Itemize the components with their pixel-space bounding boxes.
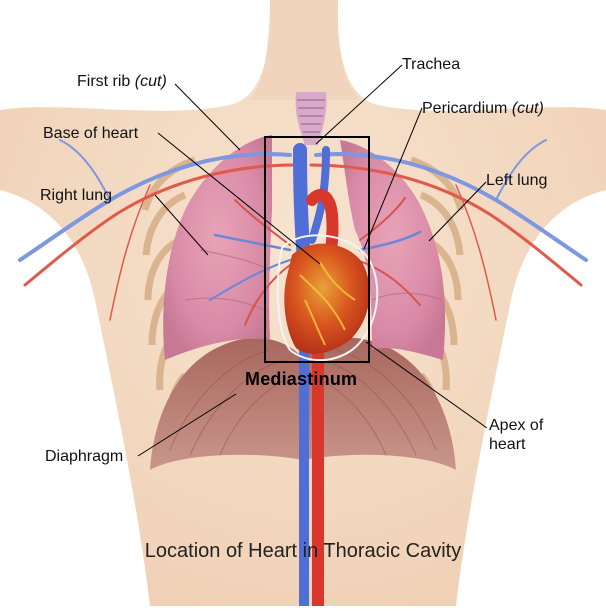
figure-caption: Location of Heart in Thoracic Cavity — [144, 540, 462, 562]
leader-pericardium — [363, 107, 423, 250]
trachea-shape — [295, 92, 327, 145]
diaphragm-label: Diaphragm — [45, 448, 124, 465]
first-rib-note: (cut) — [134, 73, 167, 90]
first-rib-text: First rib — [77, 73, 131, 90]
heart-shape — [284, 243, 370, 354]
apex-line-1: Apex of — [489, 417, 544, 434]
leader-right-lung — [154, 194, 209, 256]
leader-left-lung — [428, 181, 487, 242]
right-lung-label: Right lung — [40, 187, 113, 204]
base-of-heart-label: Base of heart — [43, 125, 139, 142]
right-lung-shape — [163, 135, 272, 360]
leader-diaphragm — [137, 393, 237, 457]
mediastinum-box — [264, 136, 370, 363]
trachea-label: Trachea — [402, 56, 461, 73]
left-lung-label: Left lung — [486, 172, 548, 189]
pericardium-text: Pericardium — [422, 100, 508, 117]
pericardium-outline — [276, 234, 379, 362]
apex-of-heart-label: Apex of heart — [489, 416, 543, 454]
leader-apex — [365, 341, 488, 429]
apex-line-2: heart — [489, 436, 526, 453]
mediastinum-label: Mediastinum — [245, 369, 358, 389]
pericardium-note: (cut) — [511, 100, 544, 117]
coronary-vessels — [299, 261, 356, 346]
leader-base-heart — [157, 132, 321, 265]
leader-trachea — [315, 64, 403, 145]
leader-lines — [137, 64, 488, 457]
arm-vessels — [18, 139, 588, 321]
pericardium-label: Pericardium (cut) — [422, 99, 544, 118]
first-rib-label: First rib (cut) — [77, 72, 167, 91]
leader-first-rib — [174, 83, 241, 151]
